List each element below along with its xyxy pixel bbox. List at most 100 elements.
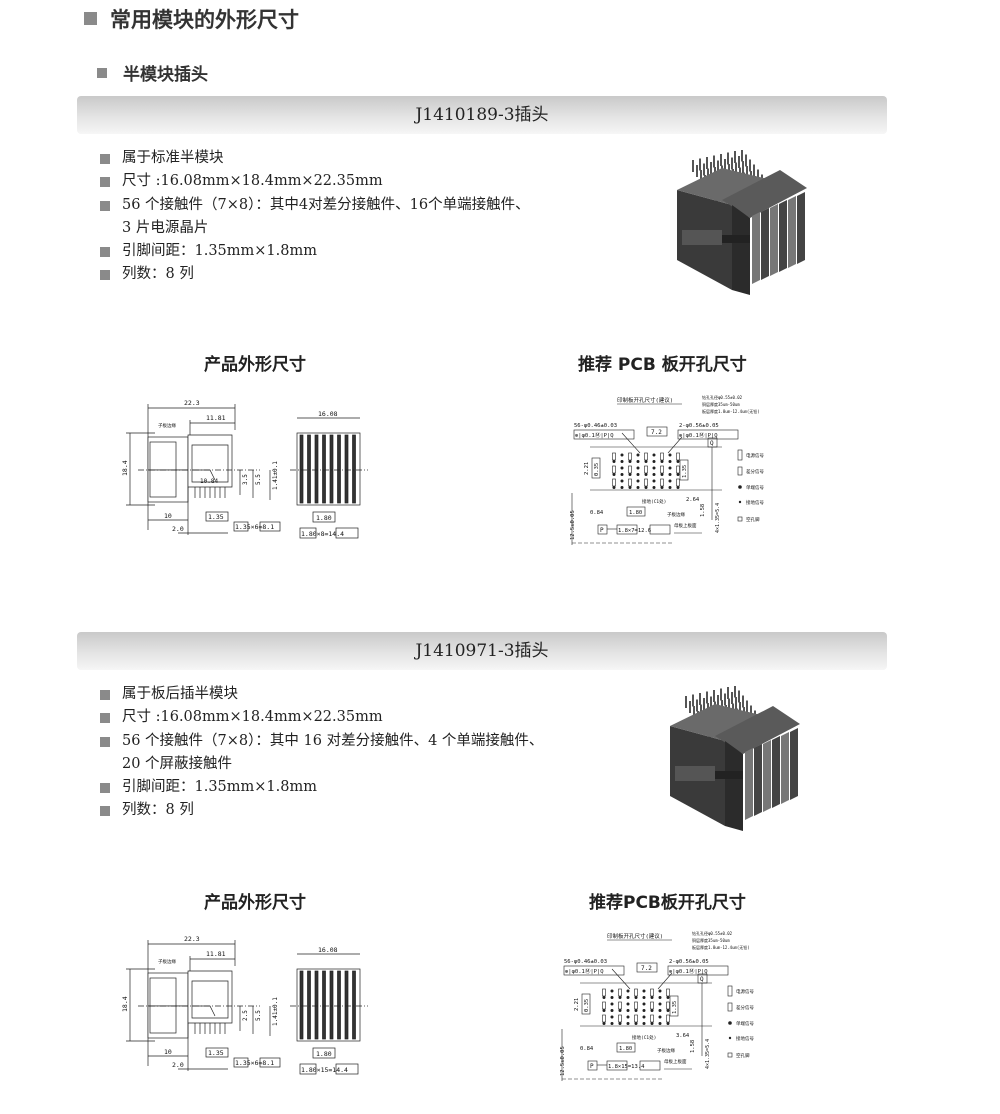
dim-label: 单端信号 [736, 1020, 754, 1027]
dim-label: 10.84 [200, 478, 218, 485]
dim-label: 1.35×6=8.1 [235, 1059, 274, 1067]
bullet-icon [100, 690, 110, 700]
dim-label: 差分信号 [746, 468, 764, 475]
dim-label: 2.21 [574, 998, 580, 1011]
dim-label: 子板边缘 [667, 511, 685, 518]
dim-label: 电源信号 [746, 452, 764, 459]
spec-text: 列数：8 列 [122, 266, 194, 283]
dim-label: 0.84 [580, 1046, 594, 1052]
dim-label: 4×1.35=5.4 [715, 503, 721, 533]
dim-label: 2.21 [584, 462, 590, 475]
product-banner: J1410971-3插头 [77, 632, 887, 670]
dim-label: 2.5 [242, 1010, 249, 1021]
section-subtitle: 半模块插头 [123, 65, 208, 85]
dim-label: 1.80×15=14.4 [301, 1066, 348, 1074]
dim-label: 铜层厚度35um-50um [692, 937, 730, 943]
dim-label: Q [700, 976, 704, 983]
dim-label: 10 [164, 512, 172, 520]
dim-label: 0.84 [590, 510, 604, 516]
dim-label: 1.58 [690, 1040, 696, 1053]
dim-label: 母板上板面 [664, 1058, 687, 1065]
spec-item: 3 片电源晶片 [100, 217, 530, 240]
dim-label: 1.35 [682, 465, 688, 478]
spec-item: 列数：8 列 [100, 799, 543, 822]
dim-label: 1.35×6=8.1 [235, 523, 274, 531]
spec-text: 属于标准半模块 [122, 150, 224, 166]
dim-label: 56-φ0.46±0.03 [574, 423, 617, 429]
spec-text: 3 片电源晶片 [122, 219, 209, 236]
dim-label: 1.80 [629, 510, 642, 516]
spec-text: 尺寸 :16.08mm×18.4mm×22.35mm [122, 709, 383, 726]
spec-item: 56 个接触件（7×8）：其中 16 对差分接触件、4 个单端接触件、 [100, 730, 543, 753]
dim-label: 1.58 [700, 504, 706, 517]
dim-label: 接地(C1处) [642, 498, 666, 505]
dim-label: 1.41±0.1 [272, 461, 279, 490]
dim-label: 空孔脚 [736, 1052, 750, 1059]
dim-label: ⊕|φ0.1Ⓜ|P|Q [575, 431, 614, 439]
spec-item: 引脚间距：1.35mm×1.8mm [100, 240, 530, 263]
outline-caption: 产品外形尺寸 [204, 355, 306, 375]
spec-item: 尺寸 :16.08mm×18.4mm×22.35mm [100, 706, 543, 729]
spec-text: 引脚间距：1.35mm×1.8mm [122, 779, 317, 796]
dim-label: 0.35 [594, 463, 600, 476]
dim-label: 0.35 [584, 999, 590, 1012]
dim-label: 18.4 [121, 460, 129, 476]
spec-text: 56 个接触件（7×8）：其中 16 对差分接触件、4 个单端接触件、 [122, 732, 544, 749]
dim-label: 母板上板面 [674, 522, 697, 529]
dim-label: ⊕|φ0.1Ⓜ|P|Q [669, 967, 708, 975]
dim-label: 10 [164, 1048, 172, 1056]
dim-label: 2.0 [172, 1061, 184, 1069]
dim-label: 空孔脚 [746, 516, 760, 523]
spec-item: 20 个屏蔽接触件 [100, 753, 543, 776]
dim-label: 接地(C1处) [632, 1034, 656, 1041]
bullet-icon [100, 736, 110, 747]
dim-label: 11.81 [206, 414, 226, 422]
pcb-caption: 推荐 PCB 板开孔尺寸 [578, 355, 747, 375]
dim-label: 1.35 [672, 1001, 678, 1014]
dim-label: P [600, 527, 604, 534]
dim-label: Q [710, 440, 714, 447]
subheading-bullet-icon [97, 68, 107, 78]
bullet-icon [100, 177, 110, 188]
dim-label: 4×1.35=5.4 [705, 1039, 711, 1069]
dim-label: 单端信号 [746, 484, 764, 491]
dim-label: 1.41±0.1 [272, 997, 279, 1026]
outline-caption: 产品外形尺寸 [204, 893, 306, 913]
dim-label: 7.2 [641, 965, 652, 972]
heading-bullet-icon [84, 12, 97, 25]
dim-label: 1.80 [316, 514, 332, 522]
dim-label: 印制板开孔尺寸(建议) [617, 396, 673, 404]
dim-label: 11.81 [206, 950, 226, 958]
product-photo [655, 685, 825, 840]
spec-item: 属于标准半模块 [100, 147, 530, 170]
spec-text: 列数：8 列 [122, 802, 194, 819]
dim-label: 3.5 [242, 474, 249, 485]
bullet-icon [100, 200, 110, 211]
dim-label: 1.35 [208, 513, 224, 521]
dim-label: 5.5 [255, 1010, 262, 1021]
dim-label: 16.08 [318, 946, 338, 954]
dim-label: 印制板开孔尺寸(建议) [607, 932, 663, 940]
dim-label: ⊕|φ0.1Ⓜ|P|Q [679, 431, 718, 439]
spec-item: 尺寸 :16.08mm×18.4mm×22.35mm [100, 170, 530, 193]
dim-label: 接地信号 [736, 1035, 754, 1042]
dim-label: 1.80 [619, 1046, 632, 1052]
dim-label: 12.5±0.05 [560, 1046, 566, 1076]
pcb-caption: 推荐PCB板开孔尺寸 [589, 893, 746, 913]
dim-label: 16.08 [318, 410, 338, 418]
dim-label: 2-φ0.56±0.05 [679, 423, 719, 429]
dim-label: 差分信号 [736, 1004, 754, 1011]
dim-label: 子板边缘 [158, 422, 176, 429]
dim-label: 1.80×8=14.4 [301, 530, 344, 538]
spec-item: 列数：8 列 [100, 263, 530, 286]
dim-label: 铜层厚度35um-50um [702, 401, 740, 407]
dim-label: 5.5 [255, 474, 262, 485]
dim-label: 电源信号 [736, 988, 754, 995]
dim-label: 板层厚度1.8um-12.4um(无铅) [692, 944, 750, 950]
bullet-icon [100, 806, 110, 817]
dim-label: 子板边缘 [158, 958, 176, 965]
spec-text: 尺寸 :16.08mm×18.4mm×22.35mm [122, 173, 383, 190]
